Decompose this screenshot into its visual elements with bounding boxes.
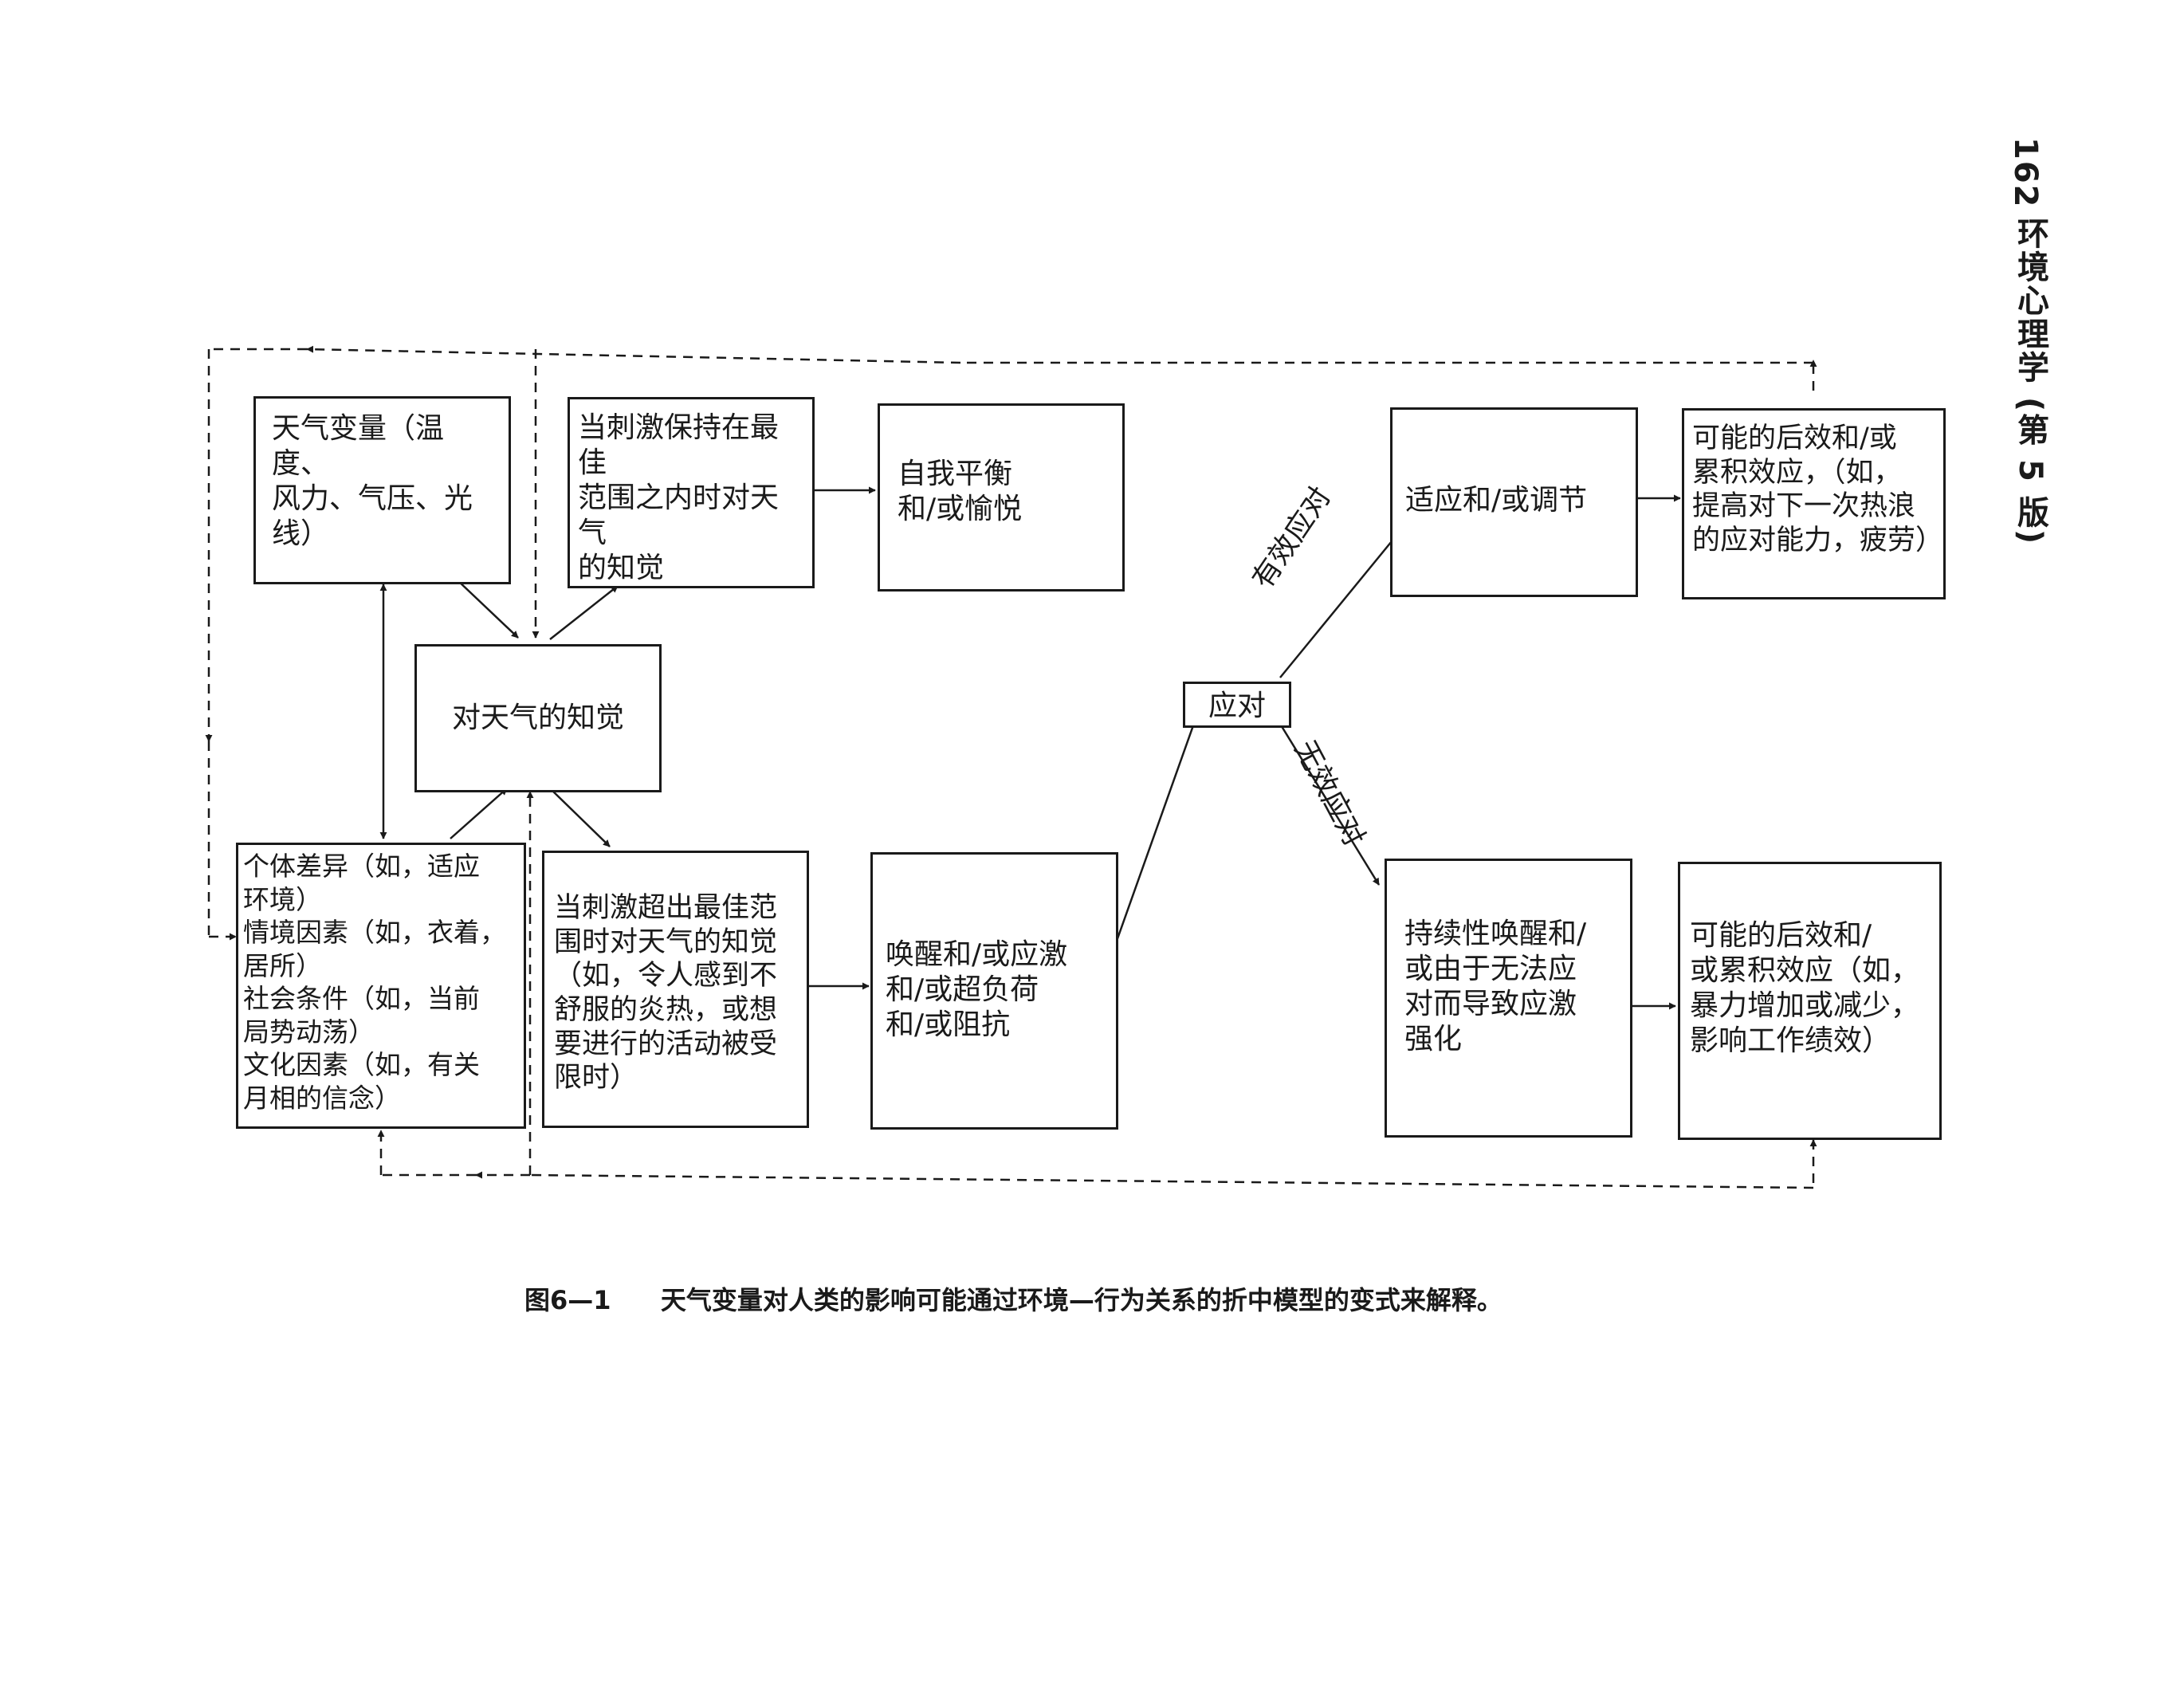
coping-text: 应对 [1208, 690, 1266, 722]
arrow-coping-to-persistent [1279, 723, 1381, 886]
arrow-coping-to-adaptation [1279, 532, 1400, 678]
page-number: 162 [2007, 137, 2044, 209]
beyond-optimal-text: 当刺激超出最佳范 围时对天气的知觉 （如，令人感到不 舒服的炎热，或想 要进行的… [554, 892, 778, 1095]
arousal-text: 唤醒和/或应激 和/或超负荷 和/或阻抗 [886, 938, 1068, 1041]
perception-text: 对天气的知觉 [451, 702, 624, 734]
aftereffects-negative-box: 可能的后效和/ 或累积效应（如， 暴力增加或减少， 影响工作绩效） [1678, 862, 1942, 1140]
weather-variables-box: 天气变量（温度、 风力、气压、光 线） [253, 396, 511, 584]
aftereffects-negative-text: 可能的后效和/ 或累积效应（如， 暴力增加或减少， 影响工作绩效） [1690, 919, 1920, 1057]
arrow-arousal-to-coping [1114, 691, 1207, 944]
weather-variables-text: 天气变量（温度、 风力、气压、光 线） [272, 412, 473, 550]
dashed-top-left [306, 345, 961, 364]
figure-caption: 图6—1 天气变量对人类的影响可能通过环境—行为关系的折中模型的变式来解释。 [524, 1280, 1502, 1317]
persistent-arousal-box: 持续性唤醒和/ 或由于无法应 对而导致应激 强化 [1385, 859, 1632, 1138]
figure-number: 图6—1 [524, 1285, 611, 1315]
coping-box: 应对 [1183, 682, 1291, 728]
optimal-perception-box: 当刺激保持在最佳 范围之内时对天气 的知觉 [568, 397, 815, 588]
arrow-perception-to-optimal [549, 585, 619, 640]
arrow-perception-to-beyond [549, 788, 611, 847]
homeostasis-text: 自我平衡 和/或愉悦 [898, 458, 1023, 525]
homeostasis-box: 自我平衡 和/或愉悦 [878, 403, 1125, 592]
aftereffects-positive-box: 可能的后效和/或 累积效应，（如， 提高对下一次热浪 的应对能力，疲劳） [1682, 408, 1946, 599]
persistent-arousal-text: 持续性唤醒和/ 或由于无法应 对而导致应激 强化 [1404, 918, 1587, 1055]
arousal-box: 唤醒和/或应激 和/或超负荷 和/或阻抗 [870, 852, 1118, 1130]
aftereffects-positive-text: 可能的后效和/或 累积效应，（如， 提高对下一次热浪 的应对能力，疲劳） [1692, 422, 1944, 557]
adaptation-box: 适应和/或调节 [1390, 407, 1638, 597]
arrow-individual-to-perception [450, 788, 508, 839]
figure-caption-text: 天气变量对人类的影响可能通过环境—行为关系的折中模型的变式来解释。 [660, 1285, 1502, 1315]
arrow-weather-to-perception [456, 579, 519, 639]
adaptation-text: 适应和/或调节 [1405, 484, 1588, 517]
dashed-bottom-line [529, 1173, 1814, 1189]
beyond-optimal-box: 当刺激超出最佳范 围时对天气的知觉 （如，令人感到不 舒服的炎热，或想 要进行的… [542, 851, 809, 1128]
individual-differences-text: 个体差异（如，适应 环境） 情境因素（如，衣着， 居所） 社会条件（如，当前 局… [243, 851, 506, 1114]
individual-differences-box: 个体差异（如，适应 环境） 情境因素（如，衣着， 居所） 社会条件（如，当前 局… [236, 843, 526, 1129]
running-title: 环境心理学 (第 5 版) [2012, 217, 2048, 546]
perception-box: 对天气的知觉 [414, 644, 662, 792]
optimal-perception-text: 当刺激保持在最佳 范围之内时对天气 的知觉 [578, 411, 780, 584]
